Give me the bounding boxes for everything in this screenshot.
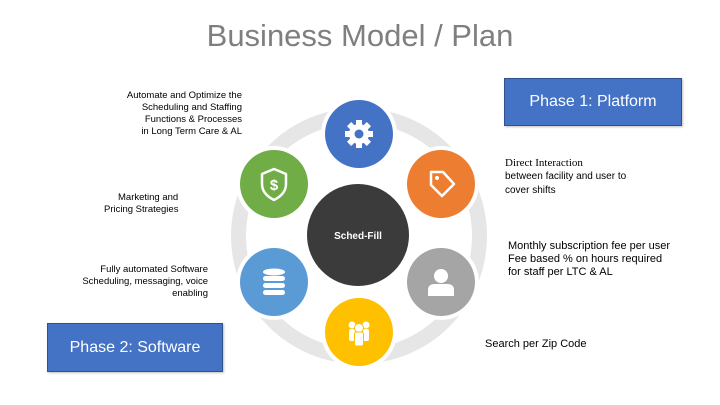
label-line: for staff per LTC & AL — [508, 266, 613, 278]
node-circle — [407, 150, 475, 218]
shield-dollar-icon: $ — [260, 167, 288, 202]
shield-dollar-node: $ — [236, 146, 312, 222]
label-line: Direct Interaction — [505, 157, 583, 169]
label-line: Pricing Strategies — [104, 204, 179, 215]
label-subscription: Monthly subscription fee per user Fee ba… — [508, 240, 708, 279]
label-line: enabling — [172, 288, 208, 299]
label-automate: Automate and Optimize the Scheduling and… — [118, 90, 242, 138]
team-node — [321, 294, 397, 370]
label-marketing: Marketing and Pricing Strategies — [104, 192, 184, 216]
label-line: Marketing and — [118, 192, 179, 203]
tag-node — [403, 146, 479, 222]
center-hub — [307, 184, 409, 286]
user-node — [403, 244, 479, 320]
gear-node — [321, 96, 397, 172]
label-line: Search per Zip Code — [485, 338, 587, 350]
user-icon — [428, 269, 454, 296]
node-circle — [240, 248, 308, 316]
database-node — [236, 244, 312, 320]
label-line: Functions & Processes — [144, 114, 242, 125]
label-line: cover shifts — [505, 185, 556, 196]
phase-1-box: Phase 1: Platform — [504, 78, 682, 126]
database-icon — [263, 268, 285, 295]
gear-icon — [345, 120, 373, 148]
center-label: Sched-Fill — [334, 231, 382, 242]
label-line: Fully automated Software — [100, 264, 208, 275]
node-circle — [240, 150, 308, 218]
label-line: between facility and user to — [505, 171, 627, 182]
label-line: Automate and Optimize the — [126, 90, 242, 101]
label-line: Scheduling and Staffing — [141, 102, 242, 113]
label-line: Monthly subscription fee per user — [508, 240, 671, 252]
svg-text:$: $ — [270, 177, 279, 194]
label-line: Scheduling, messaging, voice — [82, 276, 208, 287]
page-title: Business Model / Plan — [206, 18, 514, 53]
label-line: in Long Term Care & AL — [141, 126, 242, 137]
label-line: Fee based % on hours required — [508, 253, 663, 265]
phase-2-box: Phase 2: Software — [47, 323, 223, 372]
label-software: Fully automated Software Scheduling, mes… — [74, 264, 208, 300]
tag-icon — [429, 170, 456, 198]
label-direct-interaction: Direct Interaction between facility and … — [505, 156, 655, 198]
label-zip-search: Search per Zip Code — [485, 338, 625, 351]
team-icon — [348, 321, 370, 347]
